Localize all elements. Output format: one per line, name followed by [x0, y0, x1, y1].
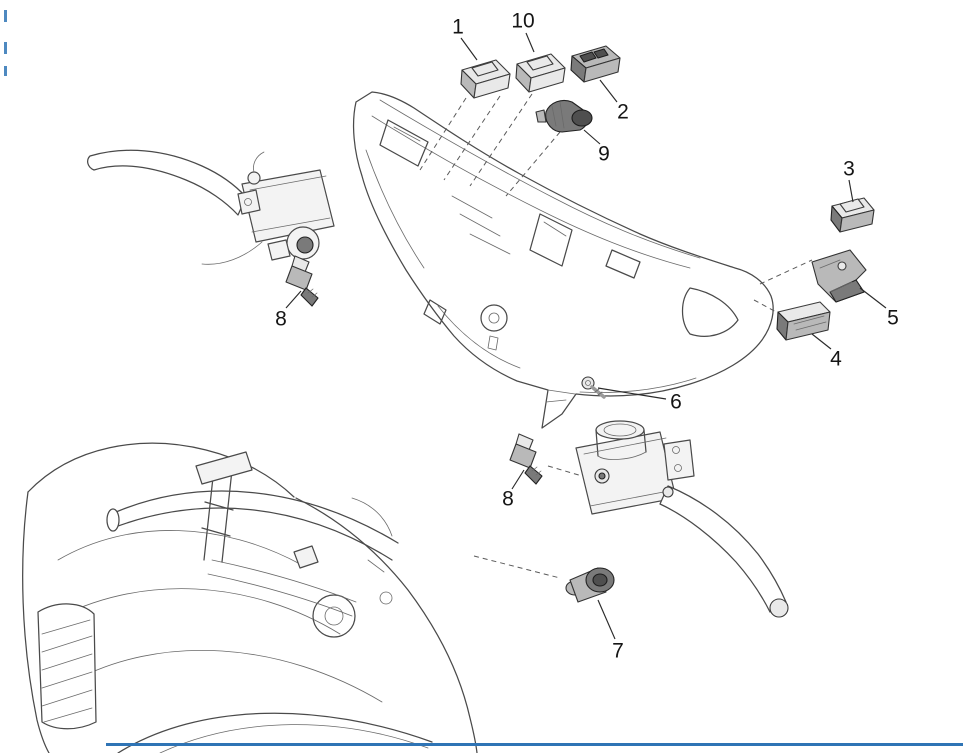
part-4-switch [776, 301, 831, 341]
part-9-switch [535, 99, 593, 133]
callout-part-6: 6 [670, 390, 682, 414]
callout-part-2: 2 [617, 100, 629, 124]
part-8-right-switch [509, 433, 543, 485]
right-brake-lever-assembly [575, 420, 789, 618]
callout-leader-lines [285, 32, 887, 640]
callout-part-10: 10 [511, 9, 535, 33]
part-1-switch [460, 59, 511, 99]
callout-part-8-left: 8 [275, 307, 287, 331]
callout-part-9: 9 [598, 142, 610, 166]
callout-part-4: 4 [830, 347, 842, 371]
callout-part-5: 5 [887, 306, 899, 330]
page-rule-line [4, 10, 963, 746]
part-6-screw [581, 376, 606, 399]
part-10-switch [515, 53, 566, 93]
callout-part-3: 3 [843, 157, 855, 181]
part-3-switch [830, 197, 875, 233]
part-5-bracket [811, 249, 867, 303]
handlebar-cover-drawing [352, 91, 774, 429]
assembly-dashed-lines [419, 93, 813, 579]
left-brake-lever-assembly [87, 149, 335, 265]
callout-part-7: 7 [612, 639, 624, 663]
scooter-body-drawing [22, 442, 478, 753]
callout-part-1: 1 [452, 15, 464, 39]
part-8-left-switch [285, 255, 319, 307]
part-7-switch [565, 567, 615, 603]
callout-part-8-right: 8 [502, 487, 514, 511]
part-2-switch [570, 45, 621, 83]
